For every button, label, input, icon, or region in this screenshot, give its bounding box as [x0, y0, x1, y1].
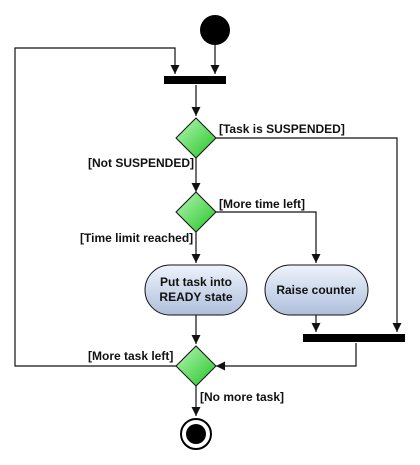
- action-raise-counter-label: Raise counter: [276, 283, 356, 297]
- edges: [14, 45, 402, 416]
- guard-time-limit-reached: [Time limit reached]: [80, 231, 193, 245]
- edge-join-to-task-decision: [216, 343, 357, 371]
- guard-no-more-task: [No more task]: [200, 390, 284, 404]
- guard-more-time-left: [More time left]: [219, 197, 305, 211]
- action-raise-counter: Raise counter: [264, 264, 369, 316]
- decision-suspended: [175, 117, 217, 159]
- edge-more-time-to-raise-counter: [215, 211, 321, 263]
- edge-suspended-to-join: [215, 137, 402, 332]
- action-put-task-ready-line2: READY state: [159, 290, 232, 304]
- guard-not-suspended: [Not SUSPENDED]: [88, 156, 194, 170]
- guard-task-suspended: [Task is SUSPENDED]: [219, 122, 345, 136]
- initial-node: [200, 15, 230, 45]
- bottom-join-bar: [303, 334, 405, 342]
- top-merge-bar: [164, 76, 226, 84]
- decision-task-left: [175, 345, 217, 387]
- action-raise-counter-shape: [264, 264, 369, 316]
- action-put-task-ready-line1: Put task into: [160, 275, 232, 289]
- final-node: [180, 418, 212, 450]
- edge-more-task-loop: [14, 47, 180, 367]
- action-put-task-ready-shape: [144, 264, 248, 316]
- guard-more-task-left: [More task left]: [88, 349, 173, 363]
- decision-time-left: [175, 191, 217, 233]
- action-put-task-ready: Put task into READY state: [144, 264, 248, 316]
- final-node-core: [186, 424, 206, 444]
